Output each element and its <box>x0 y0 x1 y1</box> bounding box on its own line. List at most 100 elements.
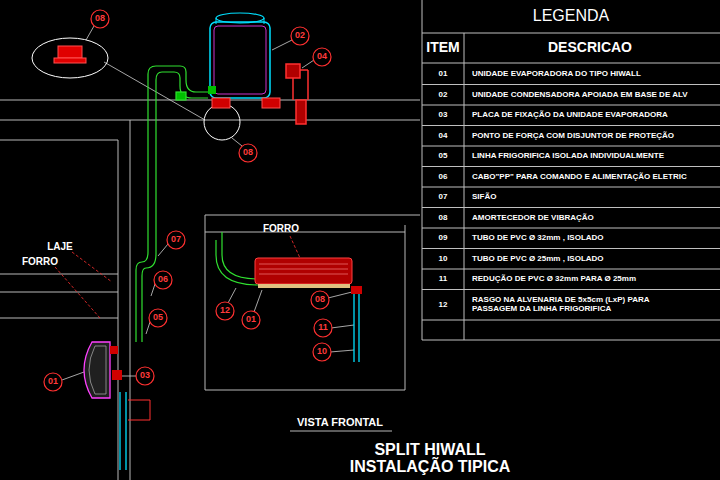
callout-number: 02 <box>295 31 305 41</box>
evaporator-front-part <box>353 288 354 362</box>
building-structure-part <box>0 292 118 293</box>
condensing-unit-part <box>214 26 266 94</box>
building-structure-part <box>0 120 420 121</box>
table-item: 08 <box>439 213 448 222</box>
table-description: PLACA DE FIXAÇÃO DA UNIDADE EVAPORADORA <box>472 111 668 120</box>
table-grid-part <box>422 289 720 290</box>
callout-number: 11 <box>318 323 328 333</box>
table-grid-part <box>422 187 720 188</box>
evaporator-left-part <box>125 392 126 470</box>
detail-bubble-part <box>204 104 240 140</box>
callout-number: 08 <box>95 14 105 24</box>
callout-circle <box>313 48 331 66</box>
table-grid-part <box>422 125 720 126</box>
callout-number: 07 <box>171 235 181 245</box>
evaporator-front-part <box>259 264 348 265</box>
leader-lines-part <box>228 288 236 303</box>
evaporator-front <box>255 258 362 362</box>
leader-lines-part <box>331 325 354 328</box>
table-grid-part <box>422 84 720 85</box>
building-structure-part <box>205 390 405 391</box>
table-item: 01 <box>439 70 448 79</box>
red-leaders-part <box>72 252 112 282</box>
table-item: 11 <box>439 275 447 284</box>
leader-lines-part <box>254 290 262 312</box>
table-item: 06 <box>439 172 448 181</box>
evaporator-front-part <box>358 288 359 362</box>
building-structure-part <box>0 140 118 141</box>
disconnect-switch-part <box>286 64 300 78</box>
building-structure-part <box>205 215 420 216</box>
table-grid-part <box>422 207 720 208</box>
leader-lines-part <box>328 292 352 298</box>
table-grid-part <box>422 340 720 341</box>
building-structure-part <box>130 120 131 480</box>
table-description: LINHA FRIGORIFICA ISOLADA INDIVIDUALMENT… <box>472 152 664 161</box>
disconnect-switch-part <box>300 69 308 71</box>
evaporator-left-part <box>119 392 120 470</box>
callout-circle <box>216 302 234 320</box>
detail-bubble-part <box>54 58 86 63</box>
evaporator-left-part <box>89 346 106 394</box>
legend-heading: LEGENDA <box>533 7 609 25</box>
condensing-unit-part <box>210 22 270 98</box>
callout-number: 12 <box>220 306 230 316</box>
table-description: PONTO DE FORÇA COM DISJUNTOR DE PROTEÇÃO <box>472 131 674 140</box>
detail-bubble <box>32 38 240 140</box>
callout-circle <box>91 10 109 28</box>
callout-number: 01 <box>246 315 256 325</box>
part-label: FORRO <box>263 223 299 234</box>
evaporator-left <box>84 342 150 470</box>
condensing-unit-part <box>208 86 216 94</box>
table-description: CABO"PP" PARA COMANDO E ALIMENTAÇÃO ELET… <box>472 172 687 181</box>
condensing-unit-part <box>216 13 264 23</box>
leader-lines-part <box>146 322 150 334</box>
table-item: 10 <box>439 254 448 263</box>
building-structure-part <box>405 225 406 390</box>
evaporator-left-part <box>112 370 122 380</box>
table-item: 02 <box>439 90 448 99</box>
table-grid-part <box>422 269 720 270</box>
red-leaders-part <box>290 236 300 258</box>
callout-number: 06 <box>158 275 168 285</box>
view-label: VISTA FRONTAL <box>297 416 383 428</box>
callout-circle <box>313 343 331 361</box>
evaporator-left-part <box>84 342 110 398</box>
refrigerant-pipe <box>136 66 258 342</box>
callout-number: 04 <box>317 52 327 62</box>
leader-lines-part <box>122 376 137 377</box>
table-description: UNIDADE CONDENSADORA APOIADA EM BASE DE … <box>472 90 688 99</box>
table-description: TUBO DE PVC Ø 25mm , ISOLADO <box>472 254 604 263</box>
building-structure-part <box>290 431 392 432</box>
callout-circle <box>314 319 332 337</box>
building-structure-part <box>205 232 405 233</box>
evaporator-front-part <box>259 274 348 275</box>
building-structure-part <box>0 100 420 101</box>
evaporator-left-part <box>128 400 150 420</box>
evaporator-left-part <box>110 346 118 354</box>
leader-lines-part <box>302 60 314 68</box>
table-grid-part <box>422 320 720 321</box>
table-item: 03 <box>439 111 448 120</box>
condensing-unit-part <box>216 18 217 24</box>
leader-lines-part <box>86 26 94 40</box>
condensing-unit <box>208 13 280 108</box>
leader-lines-part <box>330 350 354 352</box>
table-grid-part <box>422 146 720 147</box>
table-grid-part <box>422 228 720 229</box>
callout-number: 10 <box>317 347 327 357</box>
disconnect-switch-part <box>292 78 294 100</box>
disconnect-switch <box>286 64 308 124</box>
drawing-title: SPLIT HIWALL INSTALAÇÃO TIPICA <box>335 442 525 476</box>
table-description: AMORTECEDOR DE VIBRAÇÃO <box>472 213 594 222</box>
refrigerant-pipe-part <box>136 66 208 342</box>
callout-number: 08 <box>243 148 253 158</box>
disconnect-switch-part <box>307 70 309 100</box>
detail-bubble-part <box>32 38 108 78</box>
evaporator-front-part <box>255 258 352 284</box>
part-label: LAJE <box>47 241 73 252</box>
leader-lines <box>62 26 354 380</box>
table-grid <box>422 0 720 340</box>
table-item: 07 <box>439 193 448 202</box>
